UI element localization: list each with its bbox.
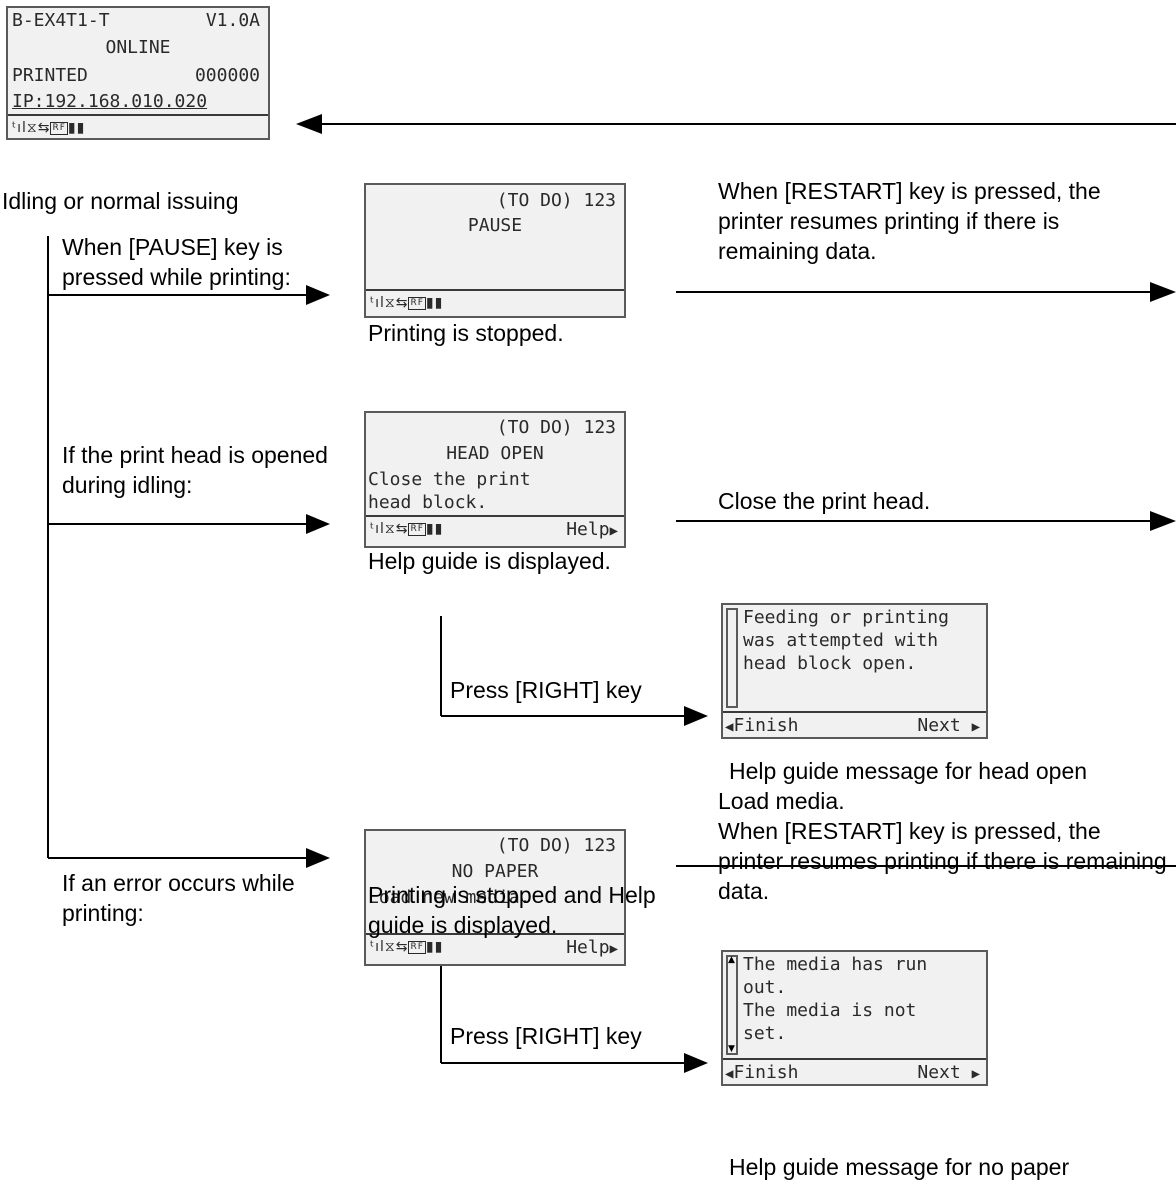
pause-lcd-screen: (TO DO) 123 PAUSE ᵗıl⧖⇆RF▮▮ [364,183,626,318]
network-icon: ⇆ [395,939,409,955]
media-icon: ▮▮ [425,521,444,537]
status-icon-bar: ᵗıl⧖⇆RF▮▮ [370,521,443,537]
help-softkey[interactable]: Help▶ [566,937,618,960]
head-open-status: HEAD OPEN [446,443,544,464]
paper-right-key-instruction: Press [RIGHT] key [450,1023,642,1049]
printed-label: PRINTED [12,65,88,86]
next-label: Next [917,715,961,736]
finish-label: Finish [733,1062,799,1083]
next-label: Next [917,1062,961,1083]
help-label: Help [566,519,610,540]
firmware-version: V1.0A [205,10,260,31]
to-do-count: (TO DO) 123 [496,417,616,438]
next-softkey[interactable]: Next ▶ [917,715,980,737]
antenna-icon: ᵗıl [370,295,385,311]
no-paper-help-caption: Help guide message for no paper [729,1154,1070,1180]
head-open-result-caption: Help guide is displayed. [368,548,611,574]
media-icon: ▮▮ [67,120,86,136]
message-line-1: Load new media. [368,887,531,908]
online-status: ONLINE [105,37,171,58]
media-icon: ▮▮ [425,939,444,955]
help-line-2: out. [743,977,787,998]
pause-condition: When [PAUSE] key is pressed while printi… [62,234,291,290]
pause-action: When [RESTART] key is pressed, the print… [718,178,1101,264]
status-divider [366,515,624,517]
rf-icon: RF [408,940,426,954]
right-triangle-icon: ▶ [971,1066,980,1082]
help-line-1: The media has run [743,954,928,975]
scroll-up-icon[interactable]: ▲ [728,955,735,965]
help-line-3: head block open. [743,653,917,674]
antenna-icon: ᵗıl [370,939,385,955]
head-open-help-screen: Feeding or printing was attempted with h… [721,603,988,739]
help-line-1: Feeding or printing [743,607,949,628]
network-icon: ⇆ [395,521,409,537]
idle-lcd-screen: B-EX4T1-T V1.0A ONLINE PRINTED 000000 IP… [6,6,270,140]
to-do-count: (TO DO) 123 [496,190,616,211]
scrollbar[interactable] [726,608,738,708]
rf-icon: RF [50,121,68,135]
finish-softkey[interactable]: ◀Finish [725,715,799,737]
head-open-lcd-screen: (TO DO) 123 HEAD OPEN Close the print he… [364,411,626,548]
status-icon-bar: ᵗıl⧖⇆RF▮▮ [370,295,443,311]
help-label: Help [566,937,610,958]
network-icon: ⇆ [395,295,409,311]
finish-label: Finish [733,715,799,736]
to-do-count: (TO DO) 123 [496,835,616,856]
no-paper-status: NO PAPER [451,861,539,882]
return-arrow-head [296,114,322,134]
help-softkey[interactable]: Help▶ [566,519,618,542]
help-line-4: set. [743,1023,787,1044]
no-paper-result-caption: Printing is stopped and Help guide is di… [368,882,656,938]
head-right-key-instruction: Press [RIGHT] key [450,677,642,703]
media-icon: ▮▮ [425,295,444,311]
rf-icon: RF [408,296,426,310]
left-triangle-icon: ◀ [725,719,734,735]
pause-status: PAUSE [467,215,523,236]
right-triangle-icon: ▶ [609,941,618,957]
no-paper-action: Load media. When [RESTART] key is presse… [718,788,1167,904]
head-open-help-caption: Help guide message for head open [729,758,1088,784]
ribbon-icon: ⧖ [26,120,38,136]
head-open-action: Close the print head. [718,488,931,514]
next-softkey[interactable]: Next ▶ [917,1062,980,1084]
right-triangle-icon: ▶ [609,523,618,539]
status-divider [366,289,624,291]
head-open-condition: If the print head is opened during idlin… [62,442,328,498]
rf-icon: RF [408,522,426,536]
no-paper-condition: If an error occurs while printing: [62,870,295,926]
scrollbar[interactable]: ▲ ▼ [726,955,738,1055]
no-paper-lcd-screen: (TO DO) 123 NO PAPER Load new media. ᵗıl… [364,829,626,966]
ribbon-icon: ⧖ [384,521,396,537]
left-triangle-icon: ◀ [725,1066,734,1082]
printed-count: 000000 [194,65,260,86]
antenna-icon: ᵗıl [12,120,27,136]
scroll-down-icon[interactable]: ▼ [728,1044,735,1054]
antenna-icon: ᵗıl [370,521,385,537]
message-line-1: Close the print [368,469,531,490]
ribbon-icon: ⧖ [384,295,396,311]
status-divider [366,933,624,935]
finish-softkey[interactable]: ◀Finish [725,1062,799,1084]
ip-address: IP:192.168.010.020 [12,91,208,112]
status-divider [8,114,268,116]
idle-caption: Idling or normal issuing [2,188,239,214]
help-line-2: was attempted with [743,630,939,651]
model-name: B-EX4T1-T [12,10,110,31]
softkey-divider [723,1058,986,1060]
status-icon-bar: ᵗıl⧖⇆RF▮▮ [370,939,443,955]
status-icon-bar: ᵗıl⧖⇆RF▮▮ [12,120,85,136]
no-paper-help-screen: ▲ ▼ The media has run out. The media is … [721,950,988,1086]
network-icon: ⇆ [37,120,51,136]
right-triangle-icon: ▶ [971,719,980,735]
pause-result-caption: Printing is stopped. [368,320,564,346]
ribbon-icon: ⧖ [384,939,396,955]
message-line-2: head block. [368,492,488,513]
softkey-divider [723,711,986,713]
help-line-3: The media is not [743,1000,917,1021]
